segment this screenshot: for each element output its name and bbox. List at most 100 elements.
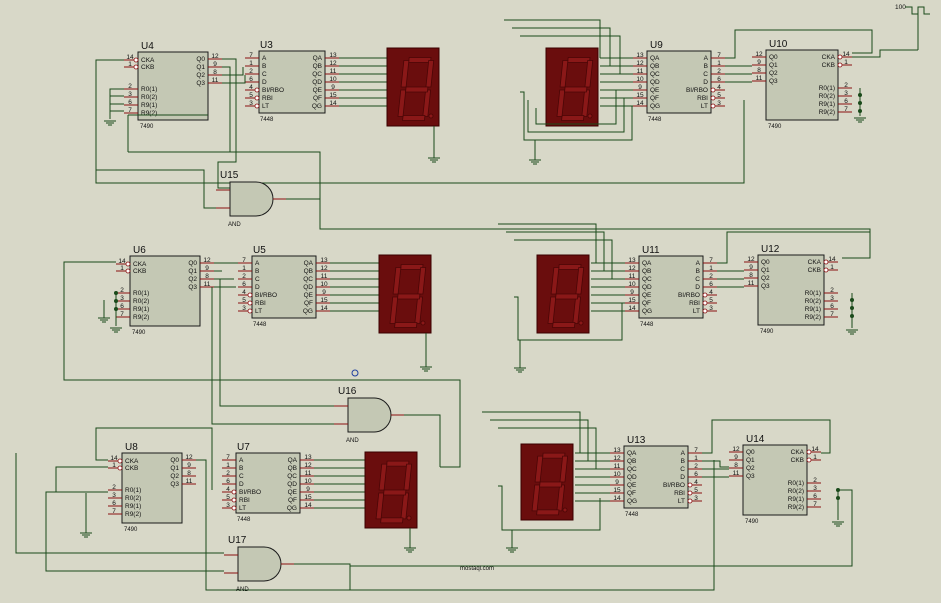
wire [514,296,623,341]
pin-number: 14 [613,495,621,502]
pin-label: CKB [133,268,146,275]
pin-number: 3 [128,91,132,98]
display-segment [531,484,541,512]
display-segment [417,267,427,295]
pin-label: B [696,268,700,275]
display-segment [542,452,566,459]
pin-number: 10 [613,471,621,478]
pin-label: LT [693,308,700,315]
display-segment [400,60,410,88]
pin-label: QE [304,292,314,299]
pin-label: LT [239,505,246,512]
pin-label: A [239,457,244,464]
chip-body [742,444,808,516]
pin-label: A [255,260,260,267]
pin-number: 13 [329,52,337,59]
wire [55,466,108,492]
pin-number: 3 [112,492,116,499]
display-segment [375,492,385,520]
gate-part: AND [346,438,359,444]
pin-label: Q0 [769,54,778,61]
pin-number: 3 [830,295,834,302]
chip-part: 7448 [260,117,274,123]
pin-label: R9(1) [788,496,804,503]
junction-dot [114,307,118,311]
pin-label: Q0 [746,449,755,456]
pin-number: 2 [830,287,834,294]
pin-number: 6 [249,76,253,83]
pin-label: QC [303,276,313,283]
pin-number: 14 [118,258,126,265]
pin-number: 2 [844,82,848,89]
pin-number: 4 [709,289,713,296]
pin-label: C [239,473,244,480]
gate-ref: U16 [338,386,357,397]
pin-number: 14 [811,446,819,453]
pin-label: Q2 [769,70,778,77]
gate-body [347,397,392,433]
display-segment [559,60,569,88]
pin-bubble [117,458,123,464]
pin-label: QC [627,466,637,473]
seven-seg-display-2 [378,254,432,334]
pin-number: 11 [212,77,219,84]
pin-number: 2 [249,68,253,75]
pin-number: 4 [226,486,230,493]
wire [196,459,715,591]
display-segment [584,60,594,88]
counter-u8[interactable]: U87490CKA14CKB1R0(1)2R0(2)3R9(1)6R9(2)7Q… [108,442,196,533]
pin-label: RBI [239,497,250,504]
pin-bubble [133,57,139,63]
pin-label: R9(1) [133,306,149,313]
pin-number: 1 [813,454,817,461]
pin-number: 1 [242,265,246,272]
display-segment [558,264,582,270]
wire [506,231,605,271]
wire [504,19,601,58]
chip-part: 7448 [640,322,654,328]
pin-number: 1 [112,462,116,469]
pin-bubble [231,497,237,503]
pin-number: 12 [732,446,740,453]
pin-label: RBI [697,95,708,102]
clock-label: 100 [895,4,906,11]
pin-label: QB [650,63,659,70]
pin-number: 12 [329,60,337,67]
counter-u6[interactable]: U67490CKA14CKB1R0(1)2R0(2)3R9(1)6R9(2)7Q… [116,245,214,336]
pin-number: 6 [844,98,848,105]
junction-dot [858,93,862,97]
display-segment [536,509,560,516]
wire [63,261,461,468]
pin-label: A [681,450,686,457]
pin-label: R9(2) [788,504,804,511]
pin-bubble [823,267,829,273]
pin-label: R9(1) [125,503,141,510]
pin-bubble [125,261,131,267]
pin-label: Q3 [746,473,755,480]
pin-number: 12 [203,257,211,264]
pin-label: QA [288,457,298,464]
counter-u4[interactable]: U47490CKA14CKB1R0(1)2R0(2)3R9(1)6R9(2)7Q… [124,41,222,130]
pin-label: R9(1) [141,102,157,109]
chip-part: 7490 [745,519,759,525]
pin-label: CKB [141,64,154,71]
pin-bubble [247,308,253,314]
wire [95,427,213,490]
pin-label: QB [642,268,651,275]
pin-label: R0(2) [125,495,141,502]
pin-number: 2 [120,287,124,294]
pin-label: D [703,79,708,86]
